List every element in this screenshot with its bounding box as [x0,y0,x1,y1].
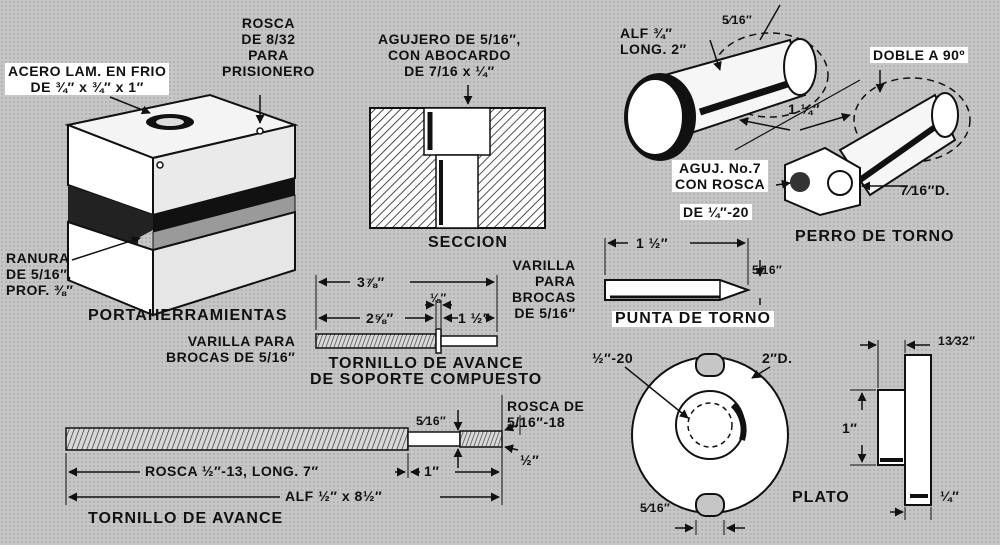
feed-dim-1: 1″ [424,463,440,479]
feed-dim-5-16: 5⁄16″ [416,414,447,428]
compound-dim-1-1-2: 1 ½″ [458,310,491,326]
compound-dim-1-8: ⅛″ [430,291,447,305]
compound-dim-2-5-8: 2⅝″ [366,310,394,326]
lathe-dog-title: PERRO DE TORNO [795,228,955,245]
section-title: SECCION [428,234,508,251]
dog-dim-7-16: 7⁄16″D. [900,182,950,198]
lathe-center [604,238,765,305]
tool-holder-block [64,93,299,317]
tool-holder-title: PORTAHERRAMIENTAS [88,307,288,324]
faceplate-dim-5-16: 5⁄16″ [640,501,671,515]
feed-stock-label: ALF ½″ x 8½″ [285,488,383,504]
lathe-dog [624,4,971,217]
faceplate-dim-1: 1″ [842,420,858,436]
feed-screw-title: TORNILLO DE AVANCE [88,510,284,527]
compound-feed-screw [315,275,498,354]
thread-1-2-13-label: ROSCA ½″-13, LONG. 7″ [145,463,319,479]
dog-dim-1-1-4: 1 ¼″ [788,101,821,117]
faceplate-diameter: 2″D. [762,350,793,366]
section-view [369,85,546,229]
faceplate-dim-13-32: 13⁄32″ [938,334,976,348]
faceplate-title: PLATO [792,489,850,506]
thread-1-4-20-label: DE ¼″-20 [680,204,752,220]
faceplate-thread: ½″-20 [592,350,634,366]
feed-dim-1-2: ½″ [520,452,540,468]
center-dim-1-1-2: 1 ½″ [636,235,669,251]
bend-label: DOBLE A 90º [870,47,969,63]
dog-stock-label: ALF ¾″LONG. 2″ [620,25,687,57]
center-dim-5-16: 5⁄16″ [752,263,783,277]
lathe-center-title: PUNTA DE TORNO [612,311,774,327]
dog-dim-5-16: 5⁄16″ [722,13,753,27]
faceplate-dim-1-4: ¼″ [940,488,960,504]
faceplate [624,340,932,535]
feed-screw [65,395,521,505]
compound-dim-3-7-8: 3⅞″ [357,274,385,290]
